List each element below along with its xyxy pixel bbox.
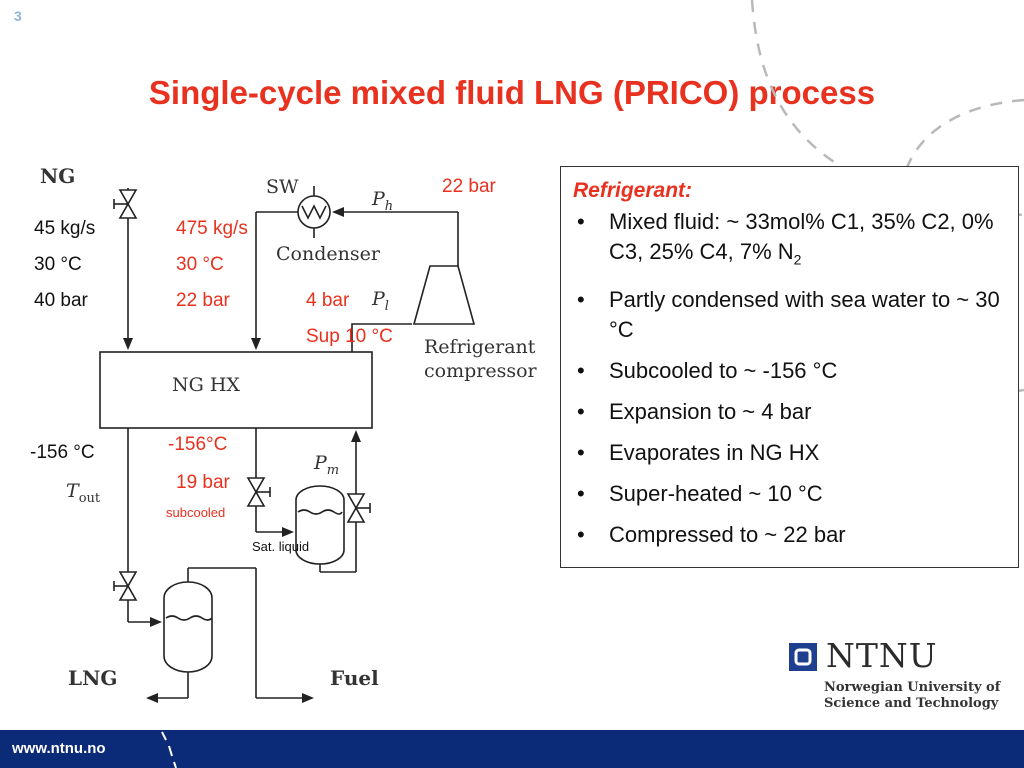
ng-pressure: 40 bar — [34, 290, 88, 311]
pm-subscript: m — [326, 462, 340, 478]
refrigerant-compressor-label-2: compressor — [424, 360, 537, 382]
refrigerant-compressor-label-1: Refrigerant — [424, 336, 536, 358]
compressor-out-pressure: 22 bar — [442, 176, 496, 197]
bullet: • — [577, 440, 585, 466]
refrigerant-expansion-valve — [246, 477, 271, 507]
list-item-text: Subcooled to ~ -156 °C — [609, 358, 838, 384]
refrigerant-heading: Refrigerant: — [573, 179, 693, 202]
ntnu-subtitle-line-1: Norwegian University of — [824, 680, 1001, 695]
condenser-label: Condenser — [276, 243, 380, 265]
ntnu-logo-icon — [789, 643, 817, 671]
process-flow-diagram — [99, 186, 476, 703]
subcooled-temp: -156°C — [168, 434, 228, 455]
condenser-symbol — [297, 186, 331, 238]
lng-flash-drum — [163, 581, 213, 673]
ph-subscript: h — [384, 198, 394, 214]
pl-symbol: P — [372, 288, 385, 310]
list-item: • Evaporates in NG HX — [573, 438, 1004, 468]
bullet: • — [577, 358, 585, 384]
ntnu-subtitle: Norwegian University of Science and Tech… — [824, 680, 1000, 712]
pl-subscript: l — [384, 298, 389, 314]
refrigerant-compressor-symbol — [412, 265, 476, 325]
tout-label: Tout — [66, 480, 100, 506]
list-item-text: Partly condensed with sea water to ~ 30 … — [609, 287, 1000, 343]
superheat-value: Sup 10 °C — [306, 326, 393, 347]
tout-subscript: out — [78, 490, 101, 506]
ntnu-subtitle-line-2: Science and Technology — [824, 696, 999, 711]
slide-number: 3 — [14, 8, 22, 24]
footer-url[interactable]: www.ntnu.no — [12, 740, 106, 757]
list-item: • Partly condensed with sea water to ~ 30… — [573, 285, 1004, 345]
ntnu-name: NTNU — [826, 636, 938, 675]
ph-label: Ph — [372, 188, 393, 214]
refrigerant-temp: 30 °C — [176, 254, 224, 275]
list-item: • Subcooled to ~ -156 °C — [573, 356, 1004, 386]
footer-bar: www.ntnu.no — [0, 730, 1024, 768]
ng-out-temp: -156 °C — [30, 442, 95, 463]
refrigerant-flow: 475 kg/s — [176, 218, 248, 239]
fuel-label: Fuel — [330, 666, 379, 690]
pm-label: Pm — [314, 452, 339, 478]
slide-title: Single-cycle mixed fluid LNG (PRICO) pro… — [148, 74, 876, 111]
refrigerant-info-box: Refrigerant: • Mixed fluid: ~ 33mol% C1, … — [560, 166, 1019, 568]
footer-dashes — [161, 731, 177, 768]
bullet: • — [577, 287, 585, 313]
bullet: • — [577, 209, 585, 234]
ng-feed-valve — [113, 189, 138, 219]
list-item-text: Super-heated ~ 10 °C — [609, 481, 823, 507]
sat-liquid-label: Sat. liquid — [252, 539, 310, 554]
subcooled-pressure: 19 bar — [176, 472, 230, 493]
subcooled-note: subcooled — [166, 505, 226, 520]
sw-label: SW — [266, 176, 299, 198]
low-pressure-value: 4 bar — [306, 290, 350, 311]
list-item: • Mixed fluid: ~ 33mol% C1, 35% C2, 0% C3… — [573, 207, 1004, 274]
tout-symbol: T — [66, 480, 79, 502]
refrigerant-return-valve — [346, 493, 371, 523]
list-item: • Expansion to ~ 4 bar — [573, 397, 1004, 427]
ng-temp: 30 °C — [34, 254, 82, 275]
ng-hx-label: NG HX — [172, 374, 240, 396]
ph-symbol: P — [372, 188, 385, 210]
bullet: • — [577, 522, 585, 548]
list-item-text: Evaporates in NG HX — [609, 440, 820, 466]
list-item: • Super-heated ~ 10 °C — [573, 479, 1004, 509]
pl-label: Pl — [372, 288, 389, 314]
refrigerant-pressure: 22 bar — [176, 290, 230, 311]
bullet: • — [577, 399, 585, 425]
lng-label: LNG — [68, 666, 118, 690]
list-item-text: Mixed fluid: ~ 33mol% C1, 35% C2, 0% C3,… — [609, 209, 994, 264]
list-item-text: Expansion to ~ 4 bar — [609, 399, 812, 425]
list-item-text: Compressed to ~ 22 bar — [609, 522, 846, 548]
pm-symbol: P — [314, 452, 327, 474]
lng-valve — [113, 571, 138, 601]
refrigerant-list: • Mixed fluid: ~ 33mol% C1, 35% C2, 0% C3… — [573, 207, 1004, 550]
bullet: • — [577, 481, 585, 507]
list-item: • Compressed to ~ 22 bar — [573, 520, 1004, 550]
ng-hx-box — [99, 351, 373, 429]
list-item-subscript: 2 — [793, 251, 802, 268]
ng-flow: 45 kg/s — [34, 218, 96, 239]
ng-label: NG — [40, 164, 76, 188]
